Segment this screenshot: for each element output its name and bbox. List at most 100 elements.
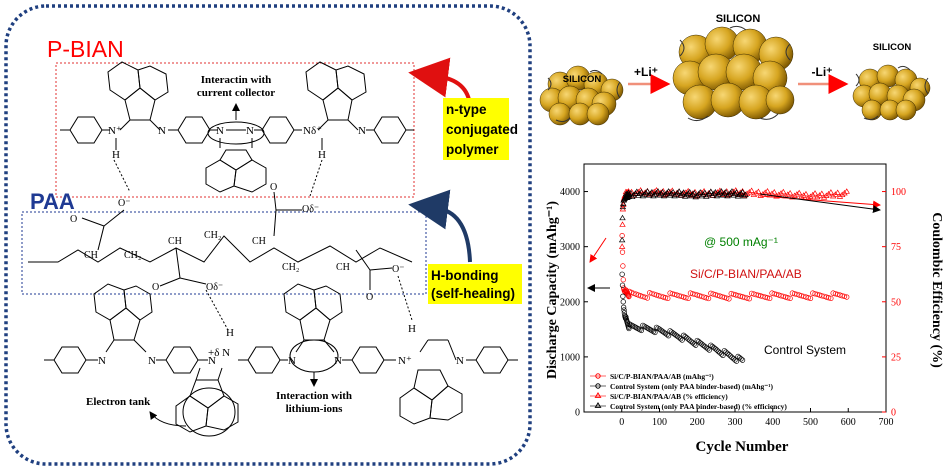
lithiation-label: +Li⁺ — [634, 65, 658, 79]
efficiency-point — [750, 191, 758, 197]
delithiation-label: -Li⁺ — [812, 65, 833, 79]
capacity-point — [733, 358, 740, 364]
efficiency-point — [663, 189, 671, 196]
capacity-point — [619, 282, 626, 288]
efficiency-point — [793, 191, 801, 197]
capacity-point — [696, 339, 702, 345]
capacity-point — [626, 293, 632, 300]
efficiency-point — [677, 192, 684, 198]
efficiency-point — [681, 193, 689, 199]
electron-tank-label: Electron tank — [86, 396, 151, 408]
capacity-point — [621, 307, 627, 313]
atom-H-2: H — [318, 149, 326, 161]
efficiency-point — [635, 192, 642, 198]
efficiency-point — [678, 190, 686, 197]
efficiency-point — [802, 190, 810, 197]
hbond-highlight — [428, 264, 522, 304]
capacity-point — [640, 293, 646, 300]
binder-structure-panel: P-BIAN PAA Interactin with current colle… — [4, 4, 532, 466]
efficiency-point — [724, 192, 731, 199]
efficiency-point — [703, 193, 710, 199]
efficiency-point — [755, 188, 762, 194]
capacity-point — [724, 350, 731, 357]
y-left-tick-label: 2000 — [560, 297, 580, 308]
capacity-point — [679, 337, 685, 343]
atom-O-delta-1: Oδ⁻ — [302, 204, 319, 215]
efficiency-point — [707, 188, 715, 194]
capacity-point — [638, 327, 645, 334]
efficiency-point — [683, 191, 690, 198]
efficiency-point — [823, 192, 830, 198]
panel-frame — [4, 4, 532, 466]
efficiency-point — [777, 190, 785, 196]
silicon-label-1: SILICON — [563, 74, 602, 85]
efficiency-point — [653, 187, 660, 193]
atom-N-7: N — [208, 355, 216, 367]
capacity-point — [620, 293, 626, 299]
atom-N-5: N — [98, 355, 106, 367]
capacity-point — [841, 293, 848, 300]
legend-sic-capacity: Si/C/P-BIAN/PAA/AB (mAhg⁻¹) — [610, 372, 714, 381]
efficiency-point — [807, 193, 814, 199]
atom-O-2: O — [270, 182, 277, 193]
capacity-point — [739, 357, 746, 363]
efficiency-point — [818, 190, 826, 196]
efficiency-point — [752, 189, 760, 196]
capacity-point — [708, 342, 714, 348]
x-tick-label: 100 — [652, 417, 667, 428]
legend-sic-efficiency: Si/C/P-BIAN/PAA/AB (% efficiency) — [610, 392, 728, 401]
x-axis-label: Cycle Number — [696, 439, 789, 455]
capacity-point — [727, 353, 734, 359]
efficiency-point — [625, 193, 633, 199]
atom-N-plus-1: N⁺ — [108, 125, 122, 137]
efficiency-point — [730, 192, 737, 198]
legend-control-capacity: Control System (only PAA binder-based) (… — [610, 382, 773, 391]
capacity-point — [828, 295, 834, 302]
efficiency-point — [725, 191, 733, 197]
efficiency-point — [795, 189, 803, 196]
capacity-point — [623, 314, 629, 320]
capacity-point — [644, 295, 651, 301]
capacity-point — [764, 295, 771, 301]
efficiency-point — [727, 189, 734, 196]
y-right-tick-label: 75 — [891, 242, 901, 253]
paa-region — [21, 211, 427, 295]
efficiency-point — [746, 189, 753, 195]
capacity-point — [825, 295, 832, 301]
y-axis-label-left: Discharge Capacity (mAhg⁻¹) — [545, 201, 560, 379]
efficiency-point — [626, 191, 633, 198]
pbian-bottom-atom-labels: N N N +δ N H N N N⁺ H N — [98, 323, 464, 367]
efficiency-point — [623, 194, 630, 200]
efficiency-point — [619, 214, 626, 221]
atom-H-4: H — [408, 323, 416, 335]
atom-delta-N: +δ N — [208, 347, 230, 359]
capacity-point — [712, 346, 719, 352]
x-tick-label: 400 — [765, 417, 780, 428]
atom-N-4: N — [358, 125, 366, 137]
efficiency-point — [764, 188, 771, 194]
capacity-point — [805, 295, 811, 301]
capacity-point — [697, 340, 703, 346]
efficiency-point — [698, 192, 705, 199]
efficiency-point — [811, 190, 819, 196]
capacity-point — [685, 295, 691, 302]
efficiency-point — [825, 190, 832, 197]
efficiency-point — [809, 191, 816, 198]
efficiency-point — [713, 192, 721, 199]
atom-N-6: N — [148, 355, 156, 367]
efficiency-point — [733, 189, 740, 195]
atom-N-3: N — [246, 125, 254, 137]
efficiency-point — [624, 192, 632, 199]
hbond-line2: (self-healing) — [431, 286, 515, 301]
efficiency-point — [700, 191, 707, 197]
efficiency-point — [691, 189, 698, 196]
atom-O-minus-1: O⁻ — [118, 198, 131, 209]
efficiency-point — [731, 190, 739, 196]
capacity-point — [700, 342, 706, 348]
capacity-point — [807, 295, 814, 302]
pbian-atom-labels: N⁺ N N N Nδ⁺ N H H — [108, 125, 366, 161]
capacity-point — [633, 291, 639, 297]
y-left-tick-label: 1000 — [560, 352, 580, 363]
pbian-label: P-BIAN — [47, 36, 124, 62]
efficiency-point — [689, 191, 696, 197]
